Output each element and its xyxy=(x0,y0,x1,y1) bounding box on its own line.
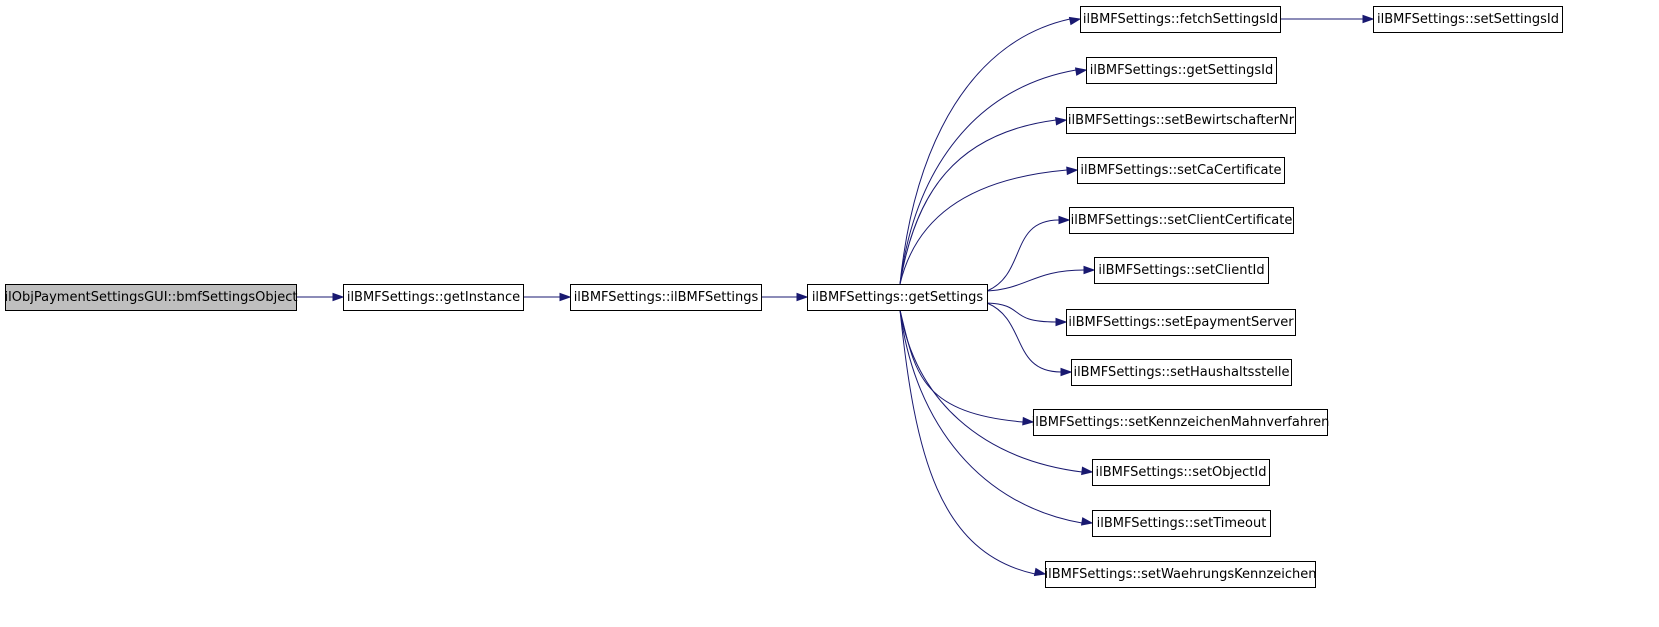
edge-getSettings-to-setClientCertificate xyxy=(986,219,1060,292)
edge-getSettings-to-setBewirtschafterNr xyxy=(899,119,1057,285)
node-getSettings[interactable]: ilBMFSettings::getSettings xyxy=(807,284,988,311)
node-setClientCertificate[interactable]: ilBMFSettings::setClientCertificate xyxy=(1069,207,1294,234)
node-label-setEpaymentServer: ilBMFSettings::setEpaymentServer xyxy=(1068,315,1294,330)
node-box-setCaCertificate[interactable] xyxy=(1077,157,1285,184)
edge-getSettings-to-setClientCertificate-arrowhead xyxy=(1058,215,1071,225)
node-getInstance[interactable]: ilBMFSettings::getInstance xyxy=(343,284,524,311)
node-box-setSettingsId[interactable] xyxy=(1373,6,1563,33)
node-box-setKennzeichenMahnverfahren[interactable] xyxy=(1033,409,1328,436)
node-label-fetchSettingsId: ilBMFSettings::fetchSettingsId xyxy=(1083,12,1278,27)
edge-getSettings-to-setHaushaltsstelle-arrowhead xyxy=(1060,367,1073,377)
edge-getSettings-to-setTimeout xyxy=(899,309,1083,524)
edge-getSettings-to-setWaehrungsKennzeichen xyxy=(899,309,1036,575)
node-label-setClientId: ilBMFSettings::setClientId xyxy=(1098,263,1264,278)
node-label-root: ilObjPaymentSettingsGUI::bmfSettingsObje… xyxy=(5,290,298,305)
node-setCaCertificate[interactable]: ilBMFSettings::setCaCertificate xyxy=(1077,157,1285,184)
node-setObjectId[interactable]: ilBMFSettings::setObjectId xyxy=(1092,459,1270,486)
node-label-setObjectId: ilBMFSettings::setObjectId xyxy=(1096,465,1267,480)
edge-getSettings-to-setBewirtschafterNr-arrowhead xyxy=(1055,116,1068,126)
node-label-getInstance: ilBMFSettings::getInstance xyxy=(347,290,520,305)
node-getSettingsId[interactable]: ilBMFSettings::getSettingsId xyxy=(1086,57,1277,84)
node-label-setCaCertificate: ilBMFSettings::setCaCertificate xyxy=(1080,163,1281,178)
edge-getSettings-to-setWaehrungsKennzeichen-arrowhead xyxy=(1033,567,1047,577)
edge-getSettings-to-setObjectId xyxy=(899,309,1083,473)
node-box-setClientCertificate[interactable] xyxy=(1069,207,1294,234)
edge-fetchSettingsId-to-setSettingsId-arrowhead xyxy=(1362,14,1375,24)
node-label-getSettingsId: ilBMFSettings::getSettingsId xyxy=(1090,63,1273,78)
edge-getSettings-to-setTimeout-arrowhead xyxy=(1080,517,1094,526)
node-label-setSettingsId: ilBMFSettings::setSettingsId xyxy=(1377,12,1559,27)
node-setTimeout[interactable]: ilBMFSettings::setTimeout xyxy=(1092,510,1271,537)
node-setBewirtschafterNr[interactable]: ilBMFSettings::setBewirtschafterNr xyxy=(1066,107,1296,134)
node-label-setTimeout: ilBMFSettings::setTimeout xyxy=(1097,516,1267,531)
edge-getSettings-to-setHaushaltsstelle xyxy=(986,302,1062,373)
edge-getSettings-to-fetchSettingsId-arrowhead xyxy=(1068,16,1082,26)
node-ctor[interactable]: ilBMFSettings::ilBMFSettings xyxy=(570,284,762,311)
node-label-getSettings: ilBMFSettings::getSettings xyxy=(812,290,984,305)
node-label-setHaushaltsstelle: ilBMFSettings::setHaushaltsstelle xyxy=(1073,365,1289,380)
node-box-getInstance[interactable] xyxy=(343,284,524,311)
node-box-getSettingsId[interactable] xyxy=(1086,57,1277,84)
node-box-setTimeout[interactable] xyxy=(1092,510,1271,537)
node-setHaushaltsstelle[interactable]: ilBMFSettings::setHaushaltsstelle xyxy=(1071,359,1292,386)
node-box-fetchSettingsId[interactable] xyxy=(1080,6,1281,33)
edge-getInstance-to-ctor-arrowhead xyxy=(559,292,572,302)
node-box-setClientId[interactable] xyxy=(1094,257,1269,284)
edge-getSettings-to-setObjectId-arrowhead xyxy=(1081,466,1094,476)
edge-getSettings-to-setEpaymentServer-arrowhead xyxy=(1055,317,1068,327)
node-root[interactable]: ilObjPaymentSettingsGUI::bmfSettingsObje… xyxy=(5,284,298,311)
edge-getSettings-to-setKennzeichenMahnverfahren xyxy=(899,309,1024,423)
node-label-setKennzeichenMahnverfahren: ilBMFSettings::setKennzeichenMahnverfahr… xyxy=(1032,415,1330,430)
edges-layer xyxy=(296,14,1375,577)
node-box-ctor[interactable] xyxy=(570,284,762,311)
node-label-setBewirtschafterNr: ilBMFSettings::setBewirtschafterNr xyxy=(1068,113,1295,128)
edge-getSettings-to-setClientId-arrowhead xyxy=(1083,265,1096,275)
node-box-root[interactable] xyxy=(5,284,297,311)
node-box-setHaushaltsstelle[interactable] xyxy=(1071,359,1292,386)
node-setKennzeichenMahnverfahren[interactable]: ilBMFSettings::setKennzeichenMahnverfahr… xyxy=(1032,409,1330,436)
node-setSettingsId[interactable]: ilBMFSettings::setSettingsId xyxy=(1373,6,1563,33)
node-label-ctor: ilBMFSettings::ilBMFSettings xyxy=(574,290,759,305)
node-fetchSettingsId[interactable]: ilBMFSettings::fetchSettingsId xyxy=(1080,6,1281,33)
edge-getSettings-to-setEpaymentServer xyxy=(986,302,1057,323)
node-label-setWaehrungsKennzeichen: ilBMFSettings::setWaehrungsKennzeichen xyxy=(1044,567,1316,582)
node-box-getSettings[interactable] xyxy=(807,284,988,311)
node-label-setClientCertificate: ilBMFSettings::setClientCertificate xyxy=(1071,213,1293,228)
node-setEpaymentServer[interactable]: ilBMFSettings::setEpaymentServer xyxy=(1066,309,1296,336)
edge-getSettings-to-fetchSettingsId xyxy=(899,18,1071,285)
node-box-setBewirtschafterNr[interactable] xyxy=(1066,107,1296,134)
node-box-setEpaymentServer[interactable] xyxy=(1066,309,1296,336)
edge-getSettings-to-setClientId xyxy=(986,269,1085,292)
node-setWaehrungsKennzeichen[interactable]: ilBMFSettings::setWaehrungsKennzeichen xyxy=(1044,561,1317,588)
edge-getSettings-to-setCaCertificate xyxy=(899,169,1068,285)
node-box-setWaehrungsKennzeichen[interactable] xyxy=(1045,561,1316,588)
nodes-layer: ilObjPaymentSettingsGUI::bmfSettingsObje… xyxy=(5,6,1563,588)
edge-getSettings-to-getSettingsId-arrowhead xyxy=(1074,67,1088,76)
edge-getSettings-to-setCaCertificate-arrowhead xyxy=(1066,166,1079,176)
node-box-setObjectId[interactable] xyxy=(1092,459,1270,486)
node-setClientId[interactable]: ilBMFSettings::setClientId xyxy=(1094,257,1269,284)
edge-root-to-getInstance-arrowhead xyxy=(332,292,345,302)
edge-ctor-to-getSettings-arrowhead xyxy=(796,292,809,302)
edge-getSettings-to-getSettingsId xyxy=(899,69,1077,285)
edge-getSettings-to-setKennzeichenMahnverfahren-arrowhead xyxy=(1022,416,1035,426)
